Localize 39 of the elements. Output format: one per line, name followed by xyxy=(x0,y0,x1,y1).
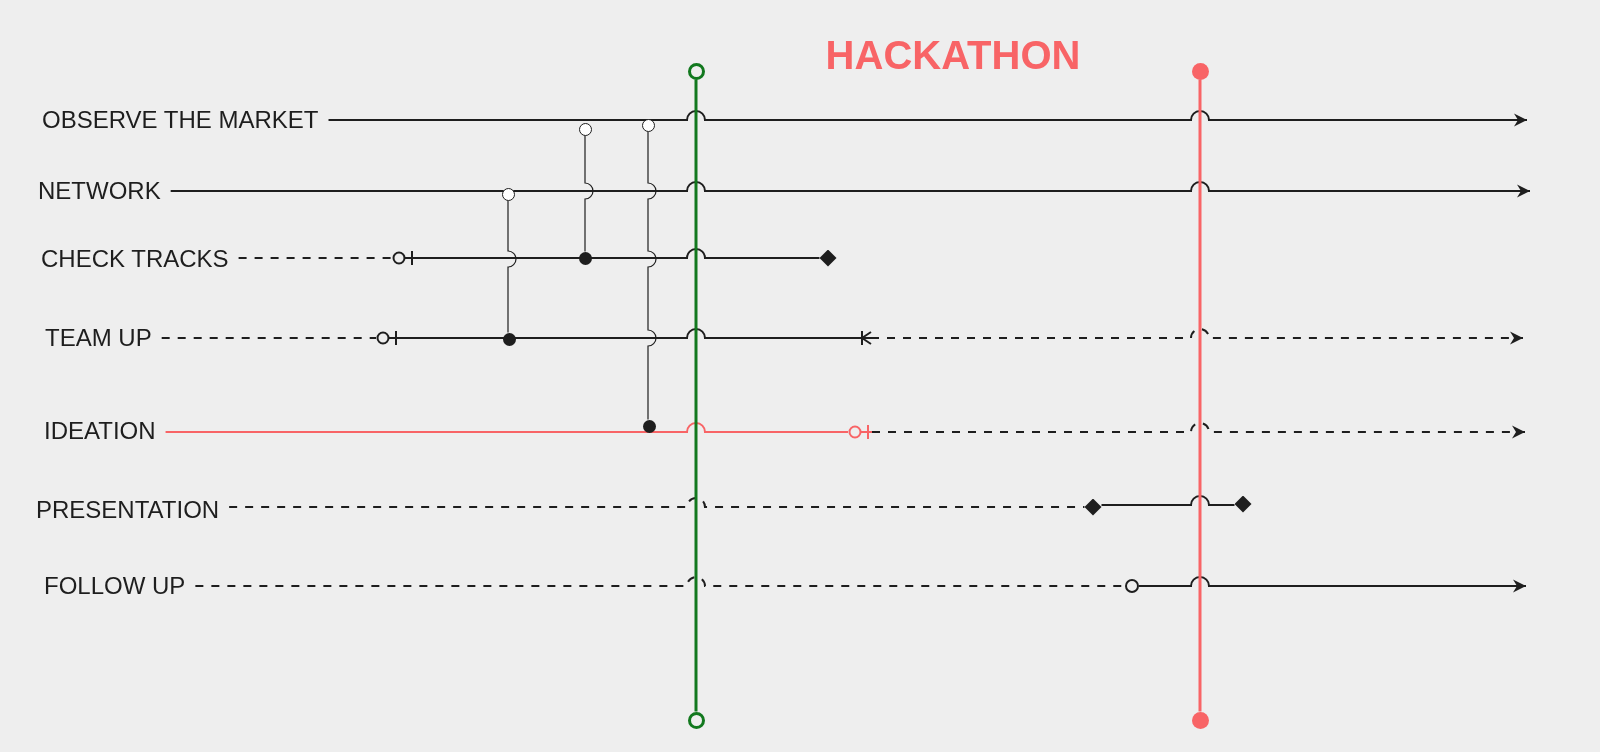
connector-line xyxy=(1100,495,1236,506)
filled-circle-terminal xyxy=(1191,711,1209,729)
zero-or-one-symbol xyxy=(848,424,872,440)
link-line xyxy=(507,199,517,334)
connector-line xyxy=(415,248,821,259)
connector-line xyxy=(237,257,393,259)
connector-line xyxy=(164,422,849,433)
row-label: IDEATION xyxy=(44,416,156,446)
row-label: OBSERVE THE MARKET xyxy=(42,105,319,135)
filled-dot xyxy=(502,332,516,346)
arrow xyxy=(327,110,1528,127)
link-line xyxy=(647,130,657,421)
open-circle xyxy=(501,187,515,201)
open-circle-terminal xyxy=(687,62,705,80)
arrow xyxy=(1138,576,1527,593)
title: HACKATHON xyxy=(825,33,1081,78)
link-line xyxy=(584,134,594,253)
row-label: CHECK TRACKS xyxy=(41,244,229,274)
arrow xyxy=(870,328,1524,345)
row-label: TEAM UP xyxy=(45,323,152,353)
filled-dot xyxy=(642,419,656,433)
timeline-bar xyxy=(1198,79,1202,712)
row-label: FOLLOW UP xyxy=(44,571,186,601)
open-circle xyxy=(641,118,655,132)
open-circle xyxy=(578,122,592,136)
arrow xyxy=(871,422,1526,439)
open-circle-terminal xyxy=(687,711,705,729)
open-circle xyxy=(1125,579,1139,593)
arrow xyxy=(169,181,1531,198)
row-label: NETWORK xyxy=(38,176,161,206)
crows-foot-symbol xyxy=(861,330,871,346)
filled-circle-terminal xyxy=(1191,62,1209,80)
zero-or-one-symbol xyxy=(376,330,400,346)
filled-dot xyxy=(578,251,592,265)
zero-or-one-symbol xyxy=(392,250,416,266)
row-label: PRESENTATION xyxy=(36,495,220,525)
connector-line xyxy=(160,337,377,339)
timeline-bar xyxy=(694,79,698,712)
connector-line xyxy=(399,328,862,339)
